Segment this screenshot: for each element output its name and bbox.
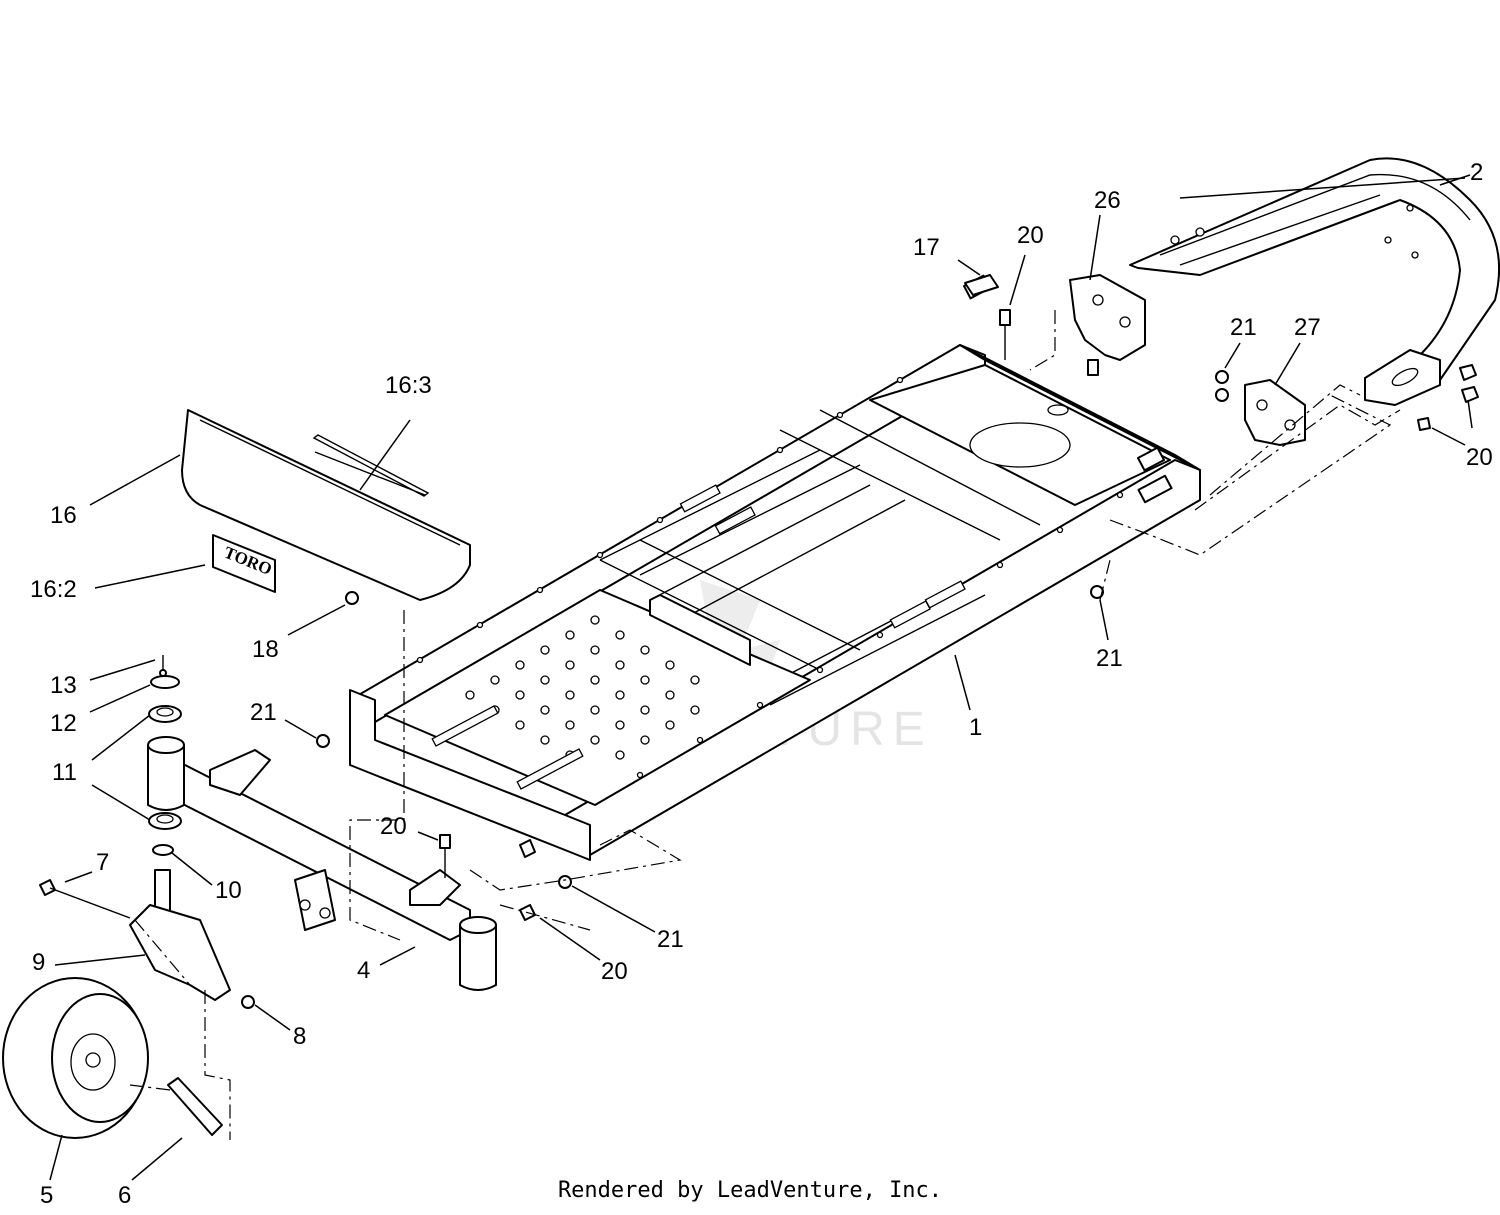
- spacer-6: [167, 1077, 223, 1136]
- callout-12: 12: [50, 710, 77, 737]
- callout-11: 11: [52, 759, 77, 786]
- callout-16-2: 16:2: [30, 576, 77, 603]
- bumper-hoop: [1129, 157, 1500, 406]
- callout-26: 26: [1094, 187, 1121, 214]
- callout-10: 10: [215, 877, 242, 904]
- callout-4: 4: [357, 957, 370, 984]
- callout-1: 1: [969, 714, 982, 741]
- callout-27: 27: [1294, 314, 1321, 341]
- callout-8: 8: [293, 1023, 306, 1050]
- front-axle: [147, 736, 497, 991]
- assembly-lines: [129, 310, 1401, 1140]
- callout-7: 7: [96, 849, 109, 876]
- caster-wheel: [2, 977, 149, 1139]
- misc-hardware: [316, 734, 572, 921]
- nut-8: [241, 995, 255, 1009]
- credit-footer: Rendered by LeadVenture, Inc.: [557, 1178, 943, 1203]
- callout-16: 16: [50, 502, 77, 529]
- callout-5: 5: [40, 1182, 53, 1209]
- callout-20-axle: 20: [380, 813, 407, 840]
- caster-fork: [129, 869, 231, 1001]
- main-frame: [349, 274, 1201, 861]
- callout-2: 2: [1470, 159, 1483, 186]
- callout-13: 13: [50, 672, 77, 699]
- hoop-hardware: [999, 309, 1479, 599]
- callout-21-left: 21: [250, 699, 277, 726]
- rail-holes: [416, 376, 1124, 779]
- decal-17: [964, 274, 999, 296]
- callout-6: 6: [118, 1182, 131, 1209]
- callout-20-hoop: 20: [1466, 444, 1493, 471]
- callout-18: 18: [252, 636, 279, 663]
- bolt-7: [39, 879, 131, 919]
- bearings: [148, 655, 182, 856]
- toro-decal: TORO: [212, 534, 276, 593]
- callout-9: 9: [32, 949, 45, 976]
- callout-labels: 2 26 17 20 21 27 20 21 1 16:3 16 16:2 18…: [30, 159, 1493, 1209]
- callout-20-top: 20: [1017, 222, 1044, 249]
- callout-16-3: 16:3: [385, 372, 432, 399]
- bracket-27: [1244, 379, 1306, 446]
- callout-21-frame: 21: [1096, 645, 1123, 672]
- bracket-26: [1069, 274, 1146, 376]
- callout-17: 17: [913, 234, 940, 261]
- front-cover: [181, 409, 471, 605]
- leader-lines: [49, 174, 1473, 1181]
- callout-21-bottom: 21: [657, 926, 684, 953]
- callout-21-right: 21: [1230, 314, 1257, 341]
- callout-20-bottom: 20: [601, 958, 628, 985]
- decal-16-3: [312, 434, 430, 497]
